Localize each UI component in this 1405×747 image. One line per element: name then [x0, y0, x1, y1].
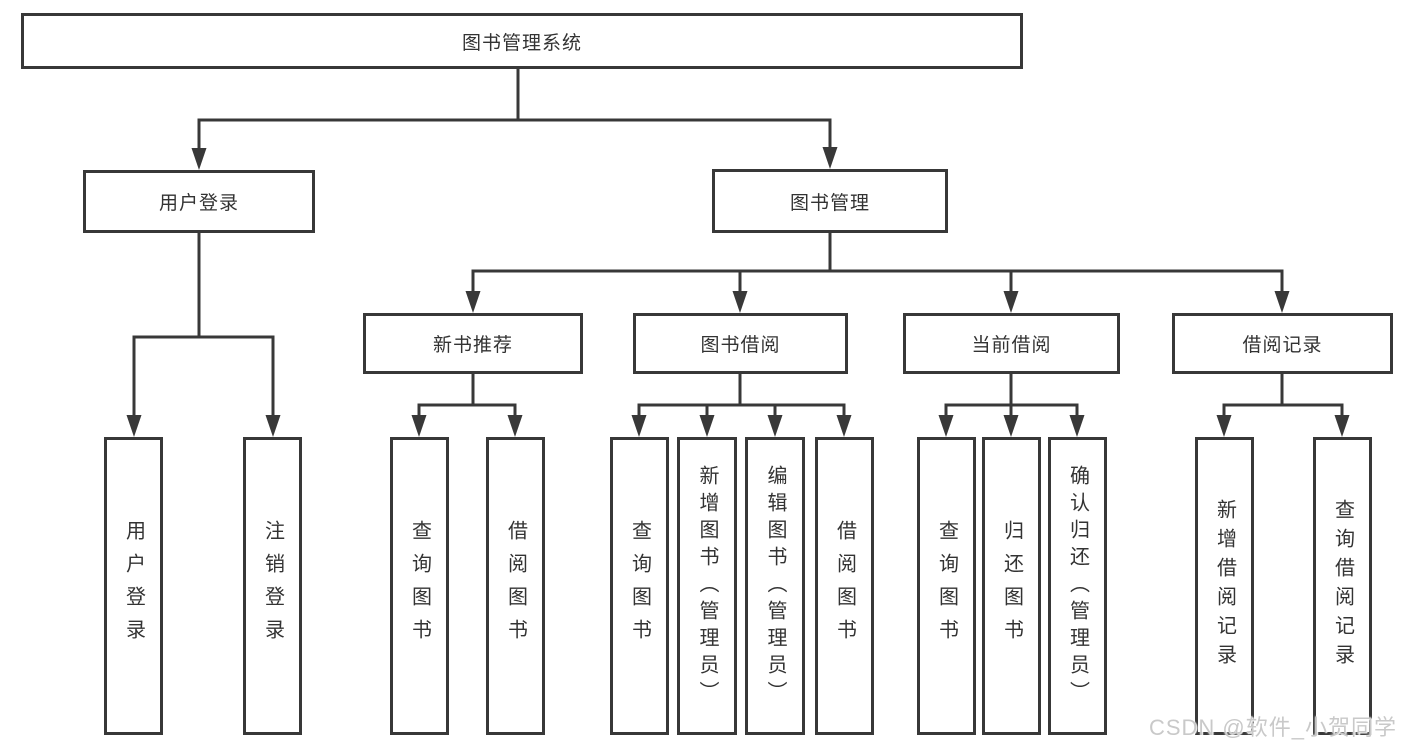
leaf-label: 查询借阅记录 — [1331, 499, 1354, 673]
node-label: 图书管理 — [789, 192, 870, 214]
node-user-login: 用户登录 — [83, 170, 315, 233]
leaf-label: 查询图书 — [628, 520, 651, 652]
leaf-borrow-books: 借阅图书 — [815, 437, 874, 735]
leaf-label: 新增图书（管理员） — [696, 464, 718, 708]
node-borrow-records: 借阅记录 — [1172, 313, 1393, 374]
leaf-query-books-borrow: 查询图书 — [610, 437, 669, 735]
leaf-label: 借阅图书 — [833, 520, 856, 652]
leaf-label: 新增借阅记录 — [1213, 499, 1236, 673]
leaf-add-borrow-record: 新增借阅记录 — [1195, 437, 1254, 735]
leaf-query-books-recommend: 查询图书 — [390, 437, 449, 735]
leaf-label: 查询图书 — [408, 520, 431, 652]
leaf-label: 编辑图书（管理员） — [764, 464, 786, 708]
leaf-return-books: 归还图书 — [982, 437, 1041, 735]
leaf-label: 借阅图书 — [504, 520, 527, 652]
leaf-edit-books-admin: 编辑图书（管理员） — [745, 437, 805, 735]
leaf-label: 注销登录 — [261, 520, 284, 652]
node-book-management: 图书管理 — [712, 169, 948, 233]
node-current-borrow: 当前借阅 — [903, 313, 1120, 374]
node-label: 用户登录 — [158, 193, 239, 214]
node-label: 当前借阅 — [971, 335, 1052, 356]
leaf-label: 归还图书 — [1000, 520, 1023, 652]
leaf-logout: 注销登录 — [243, 437, 302, 735]
leaf-confirm-return-admin: 确认归还（管理员） — [1048, 437, 1107, 735]
node-label: 图书借阅 — [700, 335, 781, 356]
node-label: 图书管理系统 — [461, 32, 582, 54]
leaf-label: 用户登录 — [122, 520, 145, 652]
csdn-watermark: CSDN @软件_小贺同学 — [1148, 715, 1397, 740]
leaf-borrow-books-recommend: 借阅图书 — [486, 437, 545, 735]
leaf-add-books-admin: 新增图书（管理员） — [677, 437, 737, 735]
leaf-user-login: 用户登录 — [104, 437, 163, 735]
node-library-system: 图书管理系统 — [21, 13, 1023, 69]
leaf-label: 查询图书 — [935, 520, 958, 652]
node-label: 新书推荐 — [432, 335, 513, 356]
node-label: 借阅记录 — [1242, 335, 1323, 356]
node-new-book-recommend: 新书推荐 — [363, 313, 583, 374]
leaf-label: 确认归还（管理员） — [1066, 464, 1089, 708]
node-book-borrow: 图书借阅 — [633, 313, 848, 374]
leaf-query-borrow-record: 查询借阅记录 — [1313, 437, 1372, 735]
leaf-query-books-current: 查询图书 — [917, 437, 976, 735]
